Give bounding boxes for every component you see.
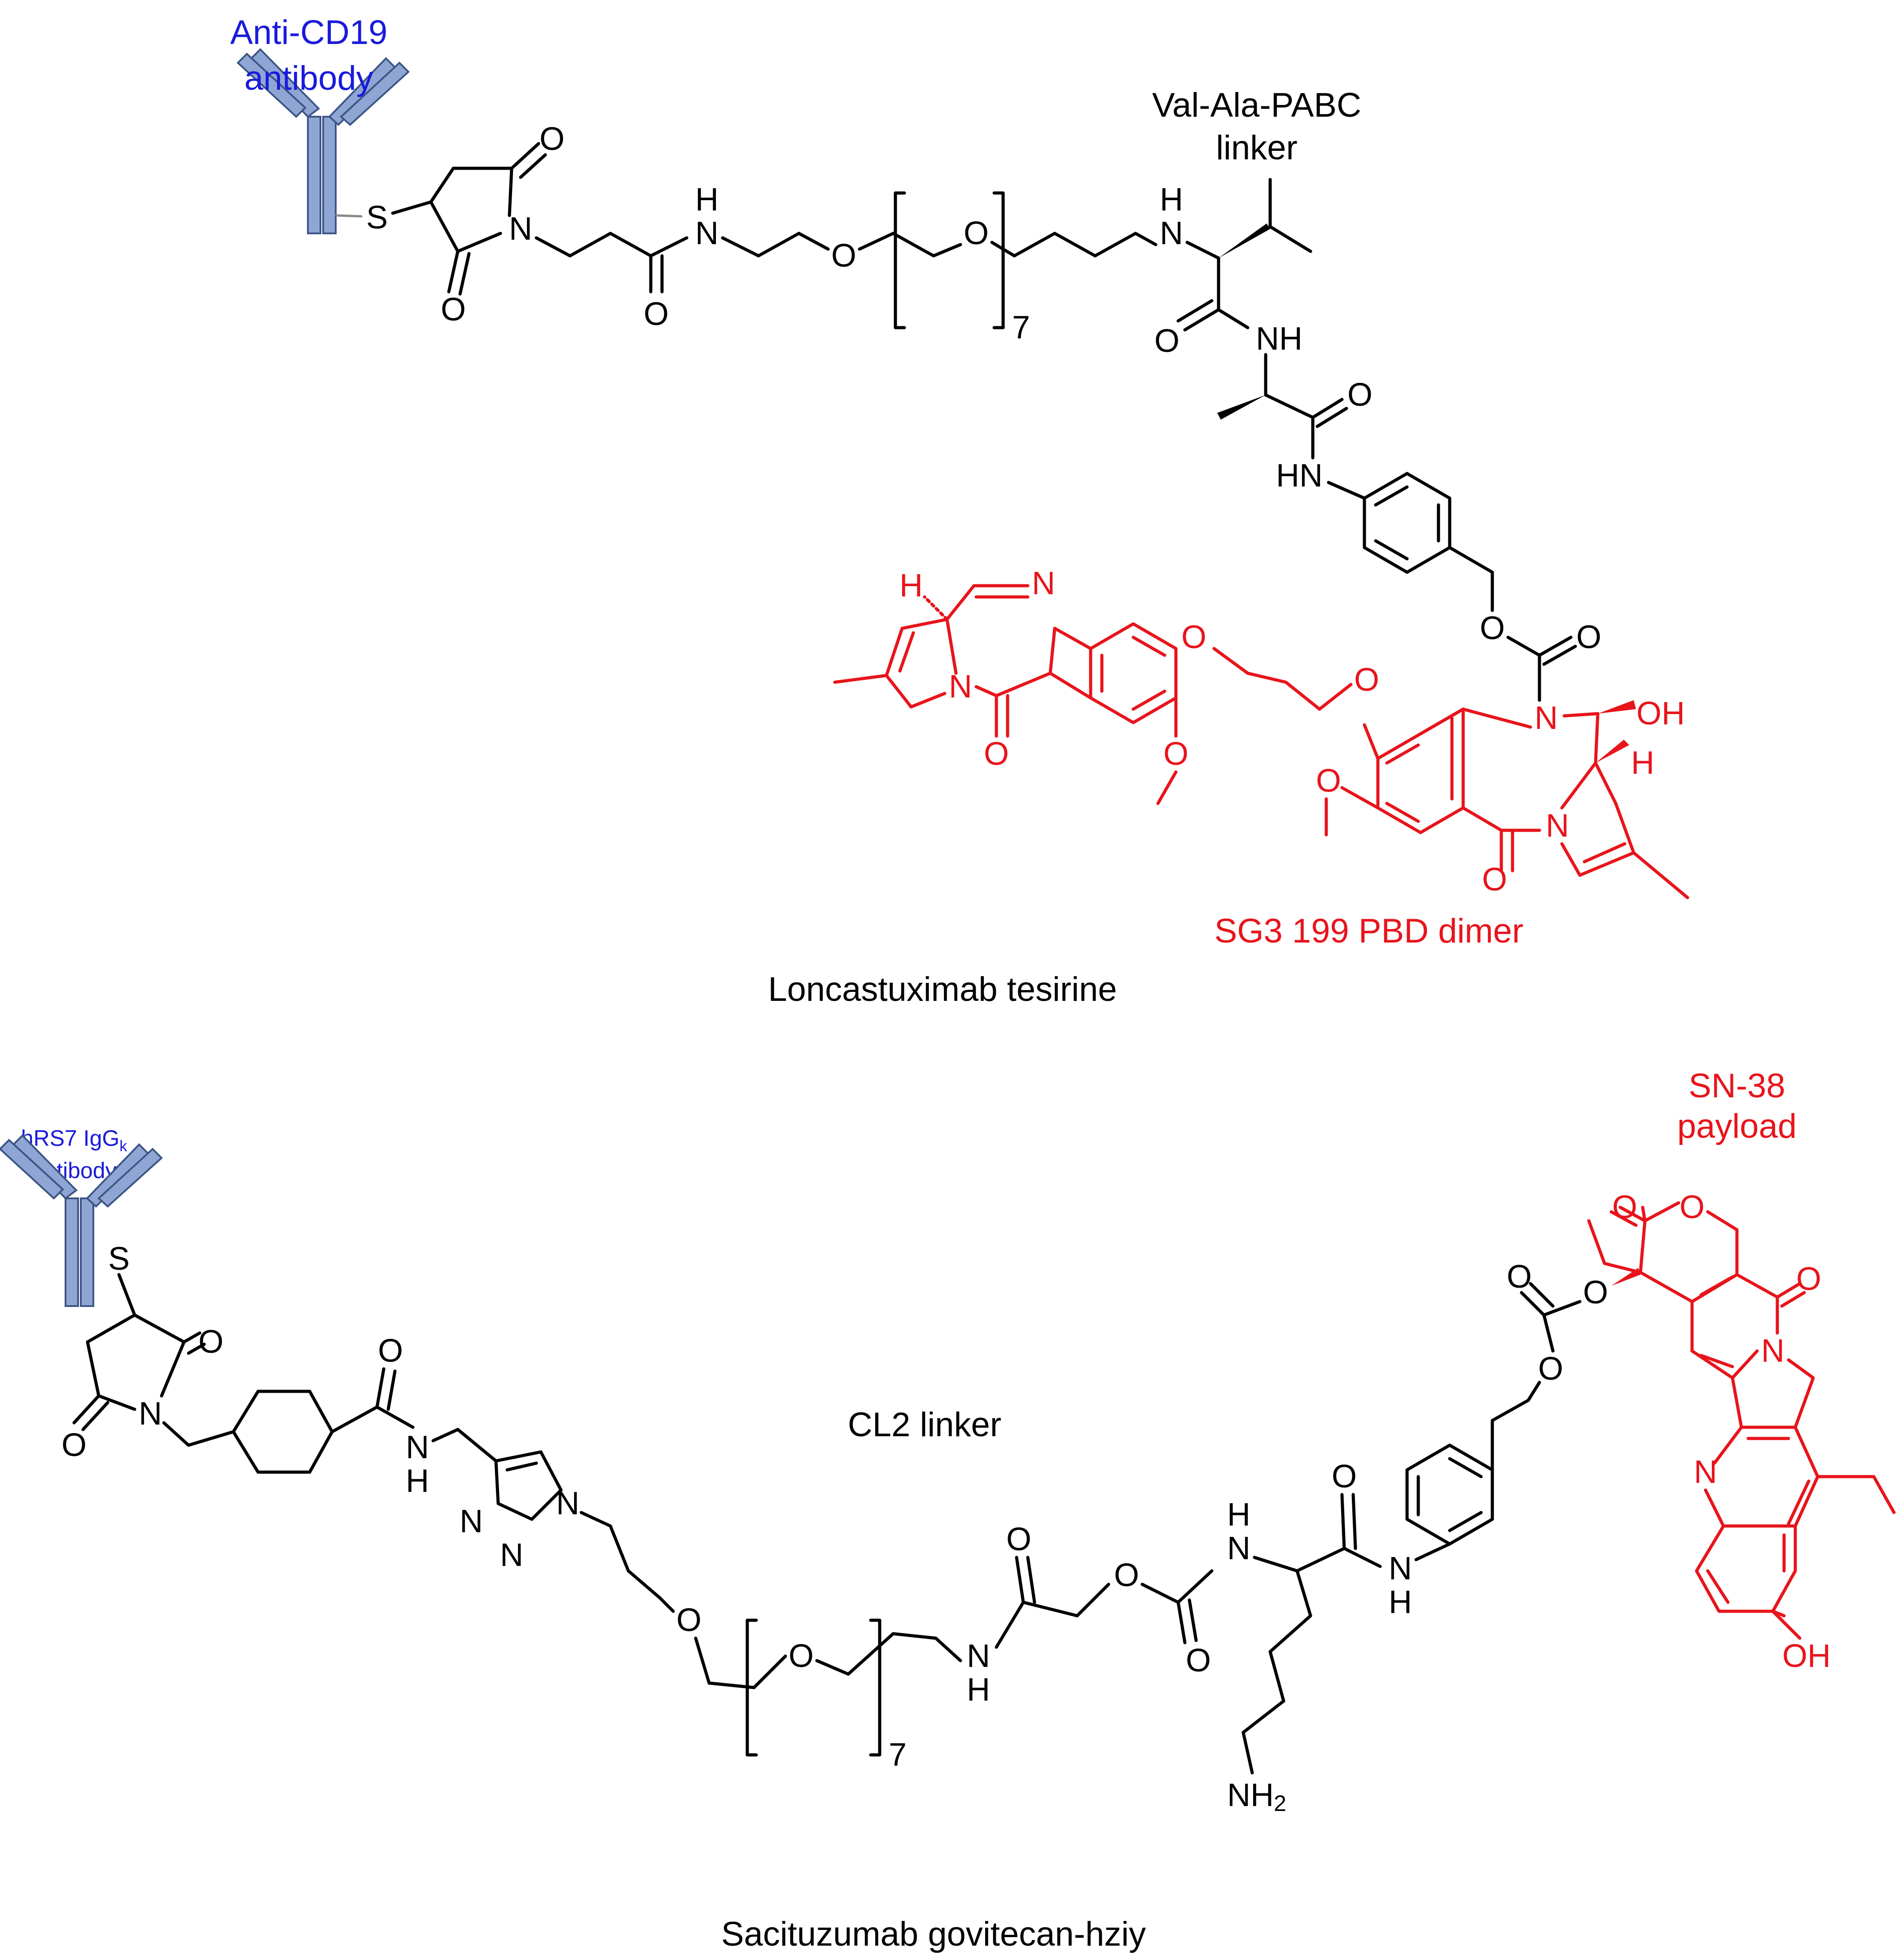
atom-O-carbonate-b2: O <box>1507 1259 1532 1295</box>
atom-O-pyridone: O <box>1796 1261 1821 1297</box>
bottom-structure: hRS7 IgGk antibody S O O N O <box>0 1067 1896 1953</box>
atom-O-imide-b1: O <box>198 1324 224 1360</box>
antibody-icon-bottom <box>0 1134 163 1307</box>
atom-OH-pbd: OH <box>1636 696 1685 732</box>
atom-N-imide-b: N <box>139 1396 162 1432</box>
atom-H-amide-b2: H <box>967 1672 990 1708</box>
atom-O-carbonyl: O <box>1576 619 1601 655</box>
atom-N-amide1: N <box>695 215 719 251</box>
atom-N-pyridone: N <box>1761 1333 1785 1369</box>
top-payload-label: SG3 199 PBD dimer <box>1215 912 1524 950</box>
atom-N-pbd2b: N <box>1546 808 1569 844</box>
atom-H-pabc-b: H <box>1389 1584 1412 1620</box>
bottom-repeat-n: 7 <box>889 1737 907 1773</box>
atom-O-propoxy2: O <box>1354 662 1379 698</box>
atom-OH-sn38: OH <box>1782 1638 1831 1674</box>
antibody-icon-top <box>237 48 410 234</box>
atom-N-quinoline: N <box>1694 1454 1717 1490</box>
bottom-payload-label-line1: SN-38 <box>1688 1067 1785 1105</box>
atom-O-amide1: O <box>644 296 669 332</box>
atom-O-peg1: O <box>831 238 856 274</box>
atom-O-pbd1: O <box>984 736 1009 772</box>
atom-O-amide-b1: O <box>378 1333 403 1369</box>
atom-H-pbd2: H <box>1631 745 1654 781</box>
top-antibody-label-line2: antibody <box>244 59 373 97</box>
atom-H-amide-b1: H <box>406 1463 429 1499</box>
atom-O-amide-b2: O <box>1006 1522 1031 1557</box>
atom-O-methoxy2: O <box>1316 763 1341 799</box>
top-linker-label-line1: Val-Ala-PABC <box>1152 86 1361 124</box>
atom-N-pabc-b: N <box>1389 1551 1412 1587</box>
top-structure: Anti-CD19 antibody S O O N O N H O <box>230 13 1689 1009</box>
atom-O-carbamate-b2: O <box>1186 1643 1211 1679</box>
atom-N-imine: N <box>1032 566 1055 601</box>
atom-O-propoxy1: O <box>1181 619 1206 655</box>
atom-N-amide-b1: N <box>406 1429 429 1465</box>
atom-S-top: S <box>366 200 388 236</box>
bottom-compound-name: Sacituzumab govitecan-hziy <box>721 1915 1146 1953</box>
top-antibody-label-line1: Anti-CD19 <box>230 13 388 52</box>
sn38-payload: O O O N N <box>1587 1189 1896 1674</box>
atom-H-amide1: H <box>695 182 719 218</box>
atom-O-imide2: O <box>441 292 466 328</box>
atom-N-triazole2: N <box>500 1537 523 1573</box>
atom-O-carbonate-b3: O <box>1583 1275 1608 1311</box>
top-compound-name: Loncastuximab tesirine <box>768 970 1117 1009</box>
bottom-antibody-label-line1: hRS7 IgGk <box>21 1126 128 1155</box>
atom-H-val: H <box>1160 182 1183 218</box>
bottom-linker-label: CL2 linker <box>848 1406 1001 1444</box>
top-repeat-n: 7 <box>1012 310 1030 346</box>
atom-N-triazole1: N <box>460 1504 483 1539</box>
atom-HN-pabc: HN <box>1276 458 1323 494</box>
atom-N-triazole3: N <box>556 1486 579 1522</box>
atom-H-pbd1: H <box>899 568 923 604</box>
atom-N-imide: N <box>509 211 532 247</box>
pbd-dimer: N OH H N O <box>833 566 1689 899</box>
atom-NH-ala: NH <box>1256 321 1302 357</box>
atom-H-lys: H <box>1227 1497 1250 1533</box>
atom-O-peg-b2: O <box>789 1638 814 1674</box>
atom-O-lactone2: O <box>1679 1189 1705 1225</box>
atom-O-carbamate-b: O <box>1114 1557 1139 1593</box>
atom-O-methoxy1: O <box>1163 736 1188 772</box>
atom-N-pbd1: N <box>949 669 972 705</box>
atom-O-lactone1: O <box>1612 1189 1637 1225</box>
atom-O-imide-b2: O <box>61 1427 87 1463</box>
atom-N-val: N <box>1160 215 1183 251</box>
atom-N-pbd2: N <box>1535 700 1558 736</box>
atom-O-peg-b1: O <box>676 1602 702 1638</box>
atom-O-pbd2: O <box>1482 862 1507 898</box>
atom-O-carbamate: O <box>1480 610 1505 646</box>
atom-O-carbonate-b1: O <box>1538 1351 1563 1387</box>
atom-N-amide-b2: N <box>967 1638 990 1674</box>
atom-NH2-lys: NH2 <box>1227 1777 1286 1816</box>
atom-O-imide1: O <box>539 121 565 157</box>
top-linker-label-line2: linker <box>1216 129 1298 167</box>
atom-S-bottom: S <box>108 1241 130 1277</box>
atom-N-lys: N <box>1227 1530 1250 1566</box>
atom-O-ala: O <box>1347 377 1372 413</box>
atom-O-peg2: O <box>964 215 989 251</box>
atom-O-val: O <box>1154 323 1180 359</box>
bottom-payload-label-line2: payload <box>1677 1107 1797 1145</box>
atom-O-amide-b3: O <box>1332 1459 1357 1495</box>
